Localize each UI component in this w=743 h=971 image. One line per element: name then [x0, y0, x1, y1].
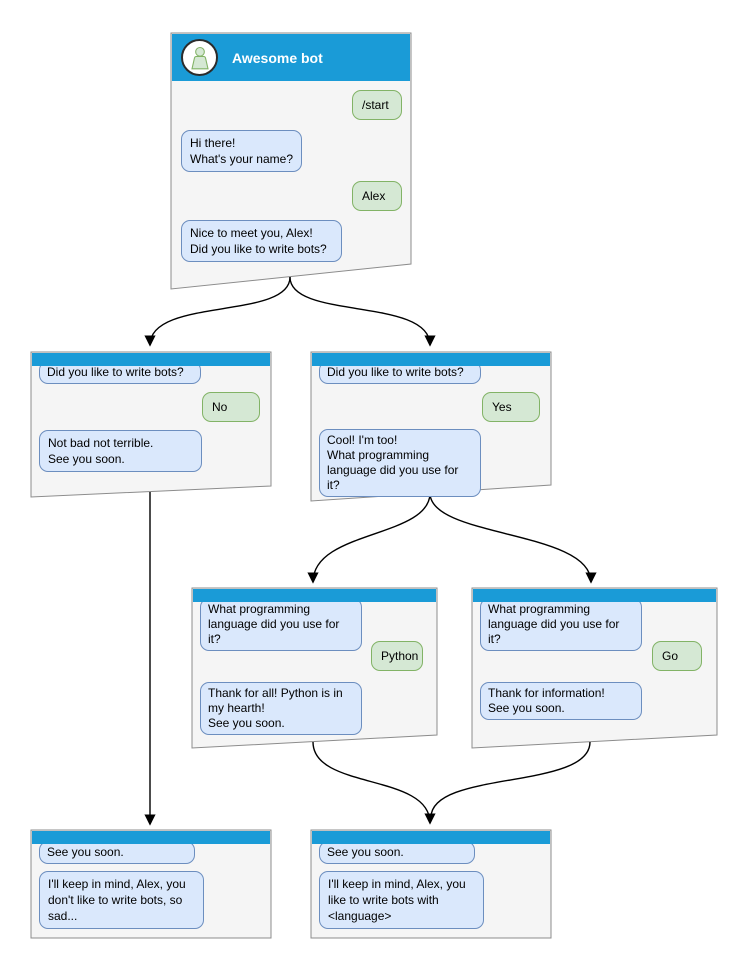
- connector-main-to-yes: [289, 276, 436, 347]
- connector-yes-to-go: [429, 492, 597, 584]
- connector-main-to-no: [144, 276, 291, 347]
- bot-message-bubble: See you soon.: [39, 841, 195, 864]
- end-yes-titlebar: [312, 831, 550, 844]
- bot-message-bubble: Did you like to write bots?: [319, 361, 481, 384]
- bot-message-bubble: What programming language did you use fo…: [200, 598, 362, 651]
- bot-message-bubble: Not bad not terrible. See you soon.: [39, 430, 202, 472]
- bot-message-bubble: Cool! I'm too! What programming language…: [319, 429, 481, 497]
- user-message-bubble: Python: [371, 641, 423, 671]
- bot-message-bubble: See you soon.: [319, 841, 475, 864]
- bot-message-bubble: Thank for information! See you soon.: [480, 682, 642, 720]
- bot-avatar: [181, 39, 218, 76]
- user-message-bubble: Yes: [482, 392, 540, 422]
- yes-branch-titlebar: [312, 353, 550, 366]
- user-message-bubble: No: [202, 392, 260, 422]
- python-branch-titlebar: [193, 589, 436, 602]
- bot-message-bubble: Did you like to write bots?: [39, 361, 201, 384]
- bot-message-bubble: I'll keep in mind, Alex, you don't like …: [39, 871, 204, 929]
- no-branch-titlebar: [32, 353, 270, 366]
- connector-python-to-end: [312, 741, 436, 825]
- end-no-titlebar: [32, 831, 270, 844]
- connector-go-to-end: [430, 741, 591, 818]
- user-message-bubble: Alex: [352, 181, 402, 211]
- main-window-titlebar: Awesome bot: [172, 34, 410, 81]
- bot-message-bubble: Hi there! What's your name?: [181, 130, 302, 172]
- go-branch-titlebar: [473, 589, 716, 602]
- bot-message-bubble: Nice to meet you, Alex! Did you like to …: [181, 220, 342, 262]
- person-icon: [190, 46, 209, 69]
- user-message-bubble: Go: [652, 641, 702, 671]
- user-message-bubble: /start: [352, 90, 402, 120]
- bot-message-bubble: What programming language did you use fo…: [480, 598, 642, 651]
- bot-message-bubble: Thank for all! Python is in my hearth! S…: [200, 682, 362, 735]
- main-window-title: Awesome bot: [232, 49, 323, 66]
- connector-yes-to-python: [307, 492, 431, 584]
- bot-message-bubble: I'll keep in mind, Alex, you like to wri…: [319, 871, 484, 929]
